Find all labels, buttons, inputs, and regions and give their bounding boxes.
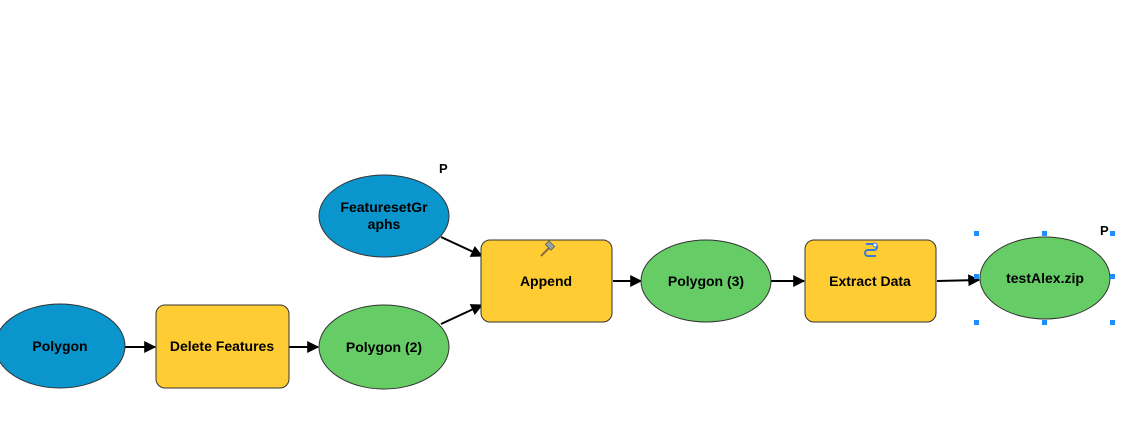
- selection-handle[interactable]: [1110, 274, 1115, 279]
- script-icon: [864, 242, 878, 257]
- node-polygon-3-label: Polygon (3): [668, 273, 744, 289]
- node-delete-features[interactable]: Delete Features: [155, 304, 290, 389]
- selection-handle[interactable]: [974, 274, 979, 279]
- node-polygon-3[interactable]: Polygon (3): [640, 239, 772, 323]
- node-extract-data[interactable]: Extract Data: [804, 239, 937, 323]
- parameter-flag: P: [1100, 223, 1109, 238]
- node-polygon[interactable]: Polygon: [0, 303, 126, 389]
- node-featureset-graphs-label-line-1: FeaturesetGr: [340, 199, 428, 215]
- node-test-alex-zip-label: testAlex.zip: [1006, 270, 1084, 286]
- node-append[interactable]: Append: [480, 239, 613, 323]
- connector-extract-data-to-test-alex-zip[interactable]: [936, 274, 981, 287]
- connector-featureset-graphs-to-append[interactable]: [440, 236, 484, 257]
- node-delete-features-label: Delete Features: [170, 338, 274, 354]
- node-append-label: Append: [520, 273, 572, 289]
- selection-handle[interactable]: [1110, 231, 1115, 236]
- selection-handle[interactable]: [974, 320, 979, 325]
- parameter-flag: P: [439, 161, 448, 176]
- hammer-icon: [540, 240, 556, 257]
- node-featureset-graphs-label-line-2: aphs: [368, 216, 401, 232]
- node-featureset-graphs[interactable]: FeaturesetGr aphs P: [318, 161, 450, 258]
- node-polygon-2-label: Polygon (2): [346, 339, 422, 355]
- connector-polygon-2-to-append[interactable]: [440, 304, 484, 325]
- node-extract-data-label: Extract Data: [829, 273, 911, 289]
- node-polygon-2[interactable]: Polygon (2): [318, 304, 450, 390]
- node-polygon-label: Polygon: [32, 338, 87, 354]
- selection-handle[interactable]: [1042, 320, 1047, 325]
- node-test-alex-zip[interactable]: testAlex.zip P: [974, 223, 1115, 325]
- selection-handle[interactable]: [1110, 320, 1115, 325]
- selection-handles: [974, 231, 1115, 325]
- selection-handle[interactable]: [1042, 231, 1047, 236]
- selection-handle[interactable]: [974, 231, 979, 236]
- connectors: [125, 236, 981, 353]
